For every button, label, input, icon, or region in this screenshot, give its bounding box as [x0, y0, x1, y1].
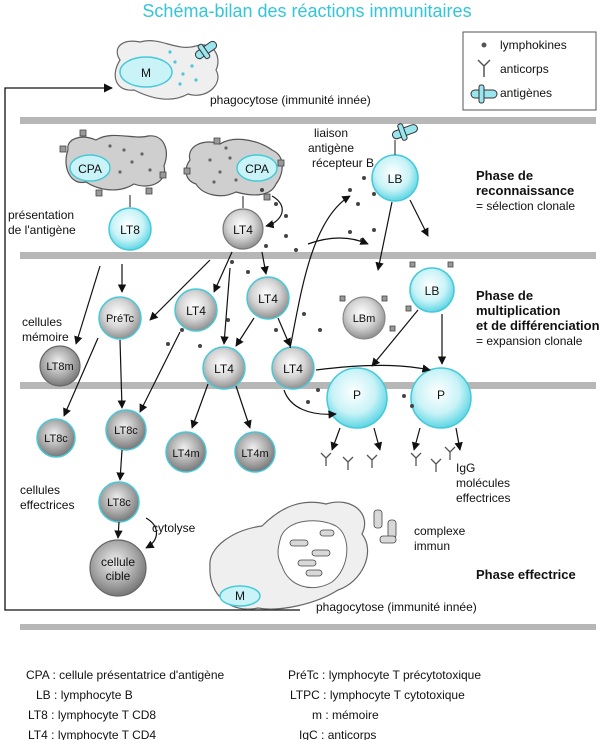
p-b-label: P: [437, 388, 445, 402]
lb-top-cell: LB: [371, 123, 419, 202]
legend-anticorps: anticorps: [500, 62, 549, 76]
abbr-lb: LB : lymphocyte B: [36, 688, 133, 702]
lt8m-cell: LT8m: [39, 345, 81, 387]
legend-lymphokines: lymphokines: [500, 38, 567, 52]
phase-multiplication-title-2: multiplication: [476, 303, 561, 318]
phase-multiplication-sub: = expansion clonale: [476, 334, 583, 348]
abbr-igc: IgC : anticorps: [299, 728, 376, 740]
macrophage-top: M: [114, 40, 219, 100]
lb-mid-cell: LB: [405, 261, 455, 313]
lt4m-a-label: LT4m: [172, 448, 199, 460]
lt8m-label: LT8m: [46, 361, 73, 373]
memoire-label-1: cellules: [22, 315, 62, 329]
lt8c-c-cell: LT8c: [98, 481, 140, 523]
pretc-label: PréTc: [106, 313, 135, 325]
flow-arrows: [63, 195, 463, 549]
diagram-title: Schéma-bilan des réactions immunitaires: [142, 1, 472, 21]
lt4-d-label: LT4: [283, 362, 303, 376]
cpa-right-label: CPA: [245, 162, 269, 176]
abbr-cpa: CPA : cellule présentatrice d'antigène: [26, 668, 225, 682]
lt8c-a-label: LT8c: [44, 433, 68, 445]
effectrices-label-1: cellules: [20, 483, 60, 497]
phase-reconnaissance-title-1: Phase de: [476, 168, 533, 183]
target-cell-label-1: cellule: [101, 555, 135, 569]
lt4-top-label: LT4: [233, 223, 253, 237]
antibody-legend-icon: [477, 59, 491, 77]
phase-multiplication-title-1: Phase de: [476, 288, 533, 303]
lt8-cell: LT8: [108, 195, 152, 251]
lb-mid-label: LB: [425, 284, 440, 298]
lt4-b-cell: LT4: [246, 276, 290, 320]
presentation-label-2: de l'antigène: [8, 223, 76, 237]
abbr-pretc: PréTc : lymphocyte T précytotoxique: [288, 668, 481, 682]
cpa-right-cell: CPA: [183, 137, 285, 201]
igg-label-2: molécules: [456, 476, 510, 490]
memoire-label-2: mémoire: [22, 330, 69, 344]
phase-effectrice-title: Phase effectrice: [476, 567, 576, 582]
complexe-label-1: complexe: [414, 524, 466, 538]
lt4-c-cell: LT4: [202, 346, 246, 390]
legend: lymphokines anticorps antigènes: [462, 31, 597, 111]
p-a-label: P: [353, 388, 361, 402]
presentation-label-1: présentation: [8, 208, 74, 222]
lt8c-c-label: LT8c: [107, 497, 131, 509]
lt4m-a-cell: LT4m: [165, 431, 207, 473]
lt4-d-cell: LT4: [271, 346, 315, 390]
lt8c-b-label: LT8c: [114, 425, 138, 437]
cytolyse-label: cytolyse: [152, 521, 196, 535]
p-b-cell: P: [410, 367, 472, 429]
effectrices-label-2: effectrices: [20, 498, 74, 512]
legend-antigenes: antigènes: [500, 86, 552, 100]
phase-reconnaissance-title-2: reconnaissance: [476, 183, 574, 198]
lbm-cell: LBm: [339, 295, 396, 340]
lt4-b-label: LT4: [258, 292, 278, 306]
lt4m-b-label: LT4m: [241, 448, 268, 460]
lt4-a-cell: LT4: [174, 288, 218, 332]
macrophage-bottom-label: M: [235, 589, 245, 603]
lt4m-b-cell: LT4m: [234, 431, 276, 473]
lt4-a-label: LT4: [186, 304, 206, 318]
feedback-loop-arrow: [4, 83, 300, 611]
pretc-cell: PréTc: [98, 296, 142, 340]
lymphokine-legend-icon: [481, 42, 487, 48]
igg-label-1: IgG: [456, 461, 475, 475]
abbr-m: m : mémoire: [312, 708, 379, 722]
lt8c-b-cell: LT8c: [105, 409, 147, 451]
cpa-left-label: CPA: [78, 162, 102, 176]
abbr-lt4: LT4 : lymphocyte T CD4: [28, 728, 156, 740]
phagocytose-bottom-label: phagocytose (immunité innée): [316, 600, 477, 614]
abbreviation-list: CPA : cellule présentatrice d'antigène L…: [26, 668, 481, 740]
lt8c-a-cell: LT8c: [36, 418, 76, 458]
abbr-ltpc: LTPC : lymphocyte T cytotoxique: [290, 688, 465, 702]
phagocytose-top-label: phagocytose (immunité innée): [210, 93, 371, 107]
lt4-top-cell: LT4: [222, 196, 264, 250]
liaison-label-3: récepteur B: [312, 156, 374, 170]
phase-bands: [20, 117, 596, 630]
target-cell-label-2: cible: [106, 569, 131, 583]
liaison-label-2: antigène: [308, 141, 354, 155]
macrophage-bottom: M: [209, 501, 397, 610]
lb-top-label: LB: [388, 172, 403, 186]
lt8-label: LT8: [120, 223, 140, 237]
phase-multiplication-title-3: et de différenciation: [476, 318, 600, 333]
lt4-c-label: LT4: [214, 362, 234, 376]
cpa-left-cell: CPA: [59, 129, 167, 197]
phase-reconnaissance-sub: = sélection clonale: [476, 199, 575, 213]
antigen-legend-icon: [470, 84, 498, 104]
complexe-label-2: immun: [414, 539, 450, 553]
lbm-label: LBm: [353, 313, 376, 325]
macrophage-top-label: M: [141, 66, 151, 80]
target-cell: cellule cible: [89, 539, 147, 597]
liaison-label-1: liaison: [314, 126, 348, 140]
abbr-lt8: LT8 : lymphocyte T CD8: [28, 708, 156, 722]
p-a-cell: P: [326, 367, 388, 429]
igg-label-3: effectrices: [456, 491, 510, 505]
igg-antibodies: [320, 446, 456, 472]
